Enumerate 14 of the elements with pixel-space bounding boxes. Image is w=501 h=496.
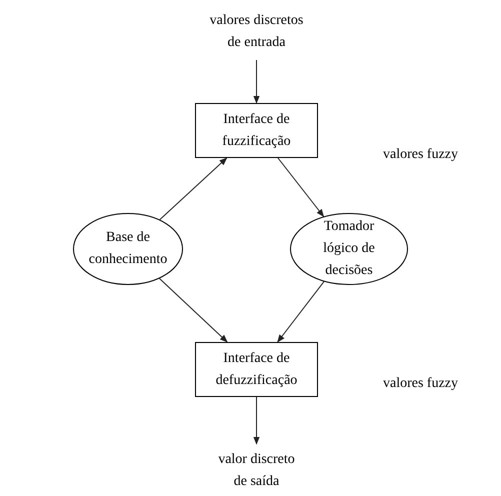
process-box: Interface de fuzzificação: [195, 103, 318, 158]
text-label: valor discreto de saída: [206, 448, 307, 494]
arrow: [277, 281, 324, 343]
note-text: valores fuzzy: [383, 375, 458, 393]
arrow: [277, 158, 324, 218]
text-label: valores discretos de entrada: [201, 8, 312, 56]
note-text: valores fuzzy: [383, 146, 458, 164]
arrow: [253, 396, 260, 445]
ellipse-node: Base de conhecimento: [73, 213, 183, 285]
process-box: Interface de defuzzificação: [195, 342, 318, 397]
ellipse-node: Tomador lógico de decisões: [290, 213, 408, 285]
arrow: [253, 60, 260, 104]
arrow: [159, 157, 228, 220]
arrow: [158, 278, 228, 343]
